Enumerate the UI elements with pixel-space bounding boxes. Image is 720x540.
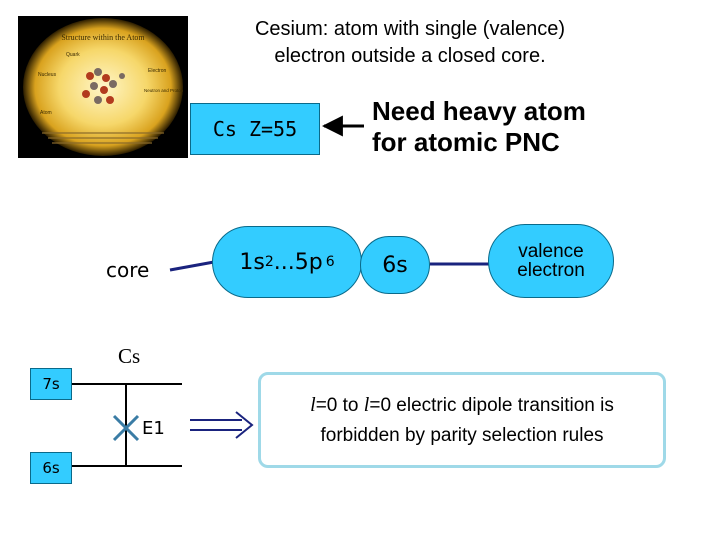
- atom-structure-drawing: Structure within the Atom Quark Nucleus …: [18, 16, 188, 158]
- level-7s-box: 7s: [30, 368, 72, 400]
- atom-label: Atom: [40, 110, 52, 116]
- nucleus-label: Nucleus: [38, 72, 57, 78]
- core-label: core: [106, 258, 150, 282]
- quark-label: Quark: [66, 52, 80, 58]
- level-6s-label: 6s: [42, 459, 60, 477]
- core-config-sup-1: 2: [264, 254, 274, 270]
- cs-element-label: Cs: [118, 344, 141, 368]
- electron-label: Electron: [148, 68, 167, 74]
- nucleus-particles: [82, 68, 125, 104]
- footer-text-lines: [42, 132, 164, 144]
- core-config-5p: ...5p: [273, 249, 323, 275]
- rule-segment-1: =0 to: [315, 394, 364, 416]
- core-config-1s: 1s: [239, 249, 265, 275]
- cs-atomic-number-label: Cs Z=55: [212, 117, 298, 141]
- heavy-atom-note: Need heavy atom for atomic PNC: [372, 96, 586, 158]
- valence-orbital-label: 6s: [382, 252, 408, 278]
- l-symbol-1: l: [310, 393, 316, 416]
- title-line-1: Cesium: atom with single (valence): [254, 18, 566, 40]
- level-7s-label: 7s: [42, 375, 60, 393]
- selection-rule-box: l=0 to l=0 electric dipole transition is…: [258, 372, 666, 468]
- valence-electron-pill: valence electron: [488, 224, 614, 298]
- slide-title: Cesium: atom with single (valence) elect…: [190, 16, 630, 70]
- valence-electron-line-2: electron: [517, 260, 585, 281]
- level-6s-box: 6s: [30, 452, 72, 484]
- valence-orbital-pill: 6s: [360, 236, 430, 294]
- heavy-atom-note-line-2: for atomic PNC: [372, 127, 560, 157]
- l-symbol-2: l: [363, 393, 370, 416]
- e1-transition-label: E1: [142, 418, 165, 439]
- atom-image-caption: Structure within the Atom: [61, 33, 145, 42]
- neutron-proton-label: Neutron and Proton: [144, 88, 184, 93]
- cs-atomic-number-box: Cs Z=55: [190, 103, 320, 155]
- valence-electron-line-1: valence: [518, 241, 584, 262]
- implies-arrow-icon: [190, 411, 254, 439]
- forbidden-cross-icon: [112, 414, 140, 442]
- heavy-atom-note-line-1: Need heavy atom: [372, 96, 586, 126]
- rule-segment-2: =0 electric dipole transition is: [369, 394, 614, 416]
- selection-rule-line-2: forbidden by parity selection rules: [320, 424, 604, 446]
- core-connector: [169, 260, 215, 272]
- title-line-2: electron outside a closed core.: [274, 45, 546, 67]
- atom-structure-image: Structure within the Atom Quark Nucleus …: [18, 16, 188, 158]
- core-config-sup-2: 6: [325, 254, 335, 270]
- selection-rule-line-1: l=0 to l=0 electric dipole transition is: [310, 390, 614, 421]
